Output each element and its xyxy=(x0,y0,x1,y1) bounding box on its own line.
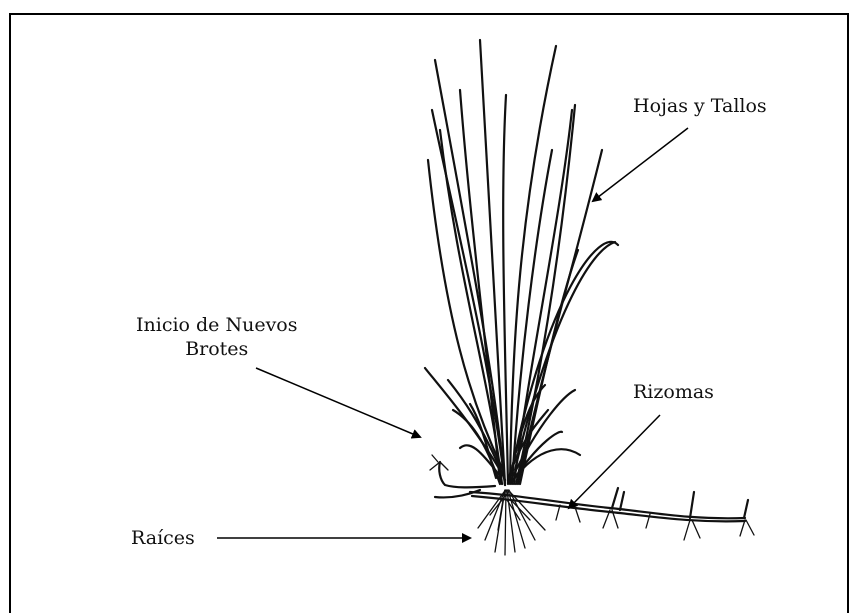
rhizome-runners xyxy=(435,462,748,521)
arrow-rhizomes xyxy=(569,415,660,508)
label-roots: Raíces xyxy=(131,526,195,550)
label-new-shoots: Inicio de Nuevos Brotes xyxy=(136,313,298,361)
label-leaves-stems: Hojas y Tallos xyxy=(633,94,767,118)
label-new-shoots-line1: Inicio de Nuevos xyxy=(136,313,298,337)
leaf-blades xyxy=(425,40,618,485)
label-rhizomes: Rizomas xyxy=(633,380,714,404)
label-new-shoots-line2: Brotes xyxy=(136,337,298,361)
arrow-leaves xyxy=(593,128,688,201)
arrow-new-shoots xyxy=(256,368,420,437)
